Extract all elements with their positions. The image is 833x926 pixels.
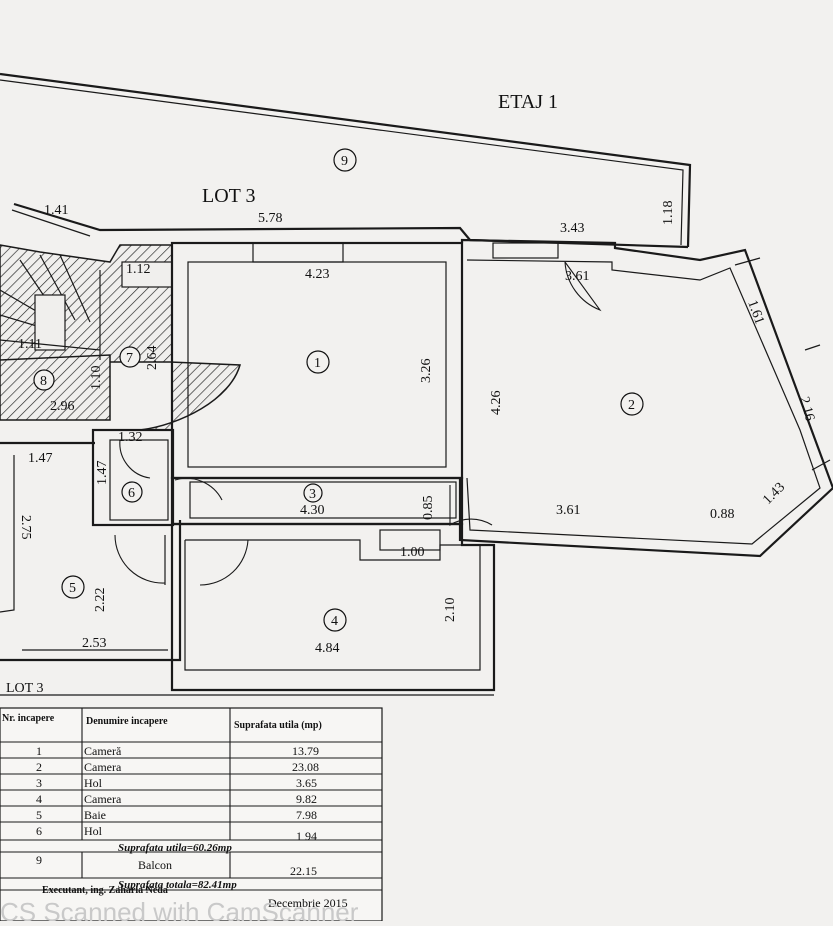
table-row: 6 Hol 1 94: [36, 824, 317, 843]
table-date: Decembrie 2015: [268, 896, 348, 910]
table-row: 5 Baie 7.98: [36, 808, 317, 822]
dim-4-23: 4.23: [305, 267, 330, 282]
row-2-area: 23.08: [292, 760, 319, 774]
dim-0-85: 0.85: [421, 496, 436, 521]
dim-1-32: 1.32: [118, 430, 143, 445]
row-5-area: 7.98: [296, 808, 317, 822]
room-9-number: 9: [341, 154, 348, 169]
dim-1-47-horizontal: 1.47: [28, 451, 53, 466]
dim-2-22: 2.22: [93, 588, 108, 613]
dim-1-47-vertical: 1.47: [95, 461, 110, 486]
hall-6-walls: [91, 428, 223, 527]
room-3-circle: [303, 483, 323, 503]
room-1-circle: [306, 350, 330, 374]
row-1-name: Cameră: [84, 744, 122, 758]
lot-title-bottom: LOT 3: [6, 681, 43, 696]
table-row: 3 Hol 3.65: [36, 776, 317, 790]
table-row: 9 Balcon 22.15: [36, 853, 317, 878]
row-3-area: 3.65: [296, 776, 317, 790]
hall-3-walls: [170, 476, 493, 526]
row-4-name: Camera: [84, 792, 122, 806]
dim-1-41: 1.41: [44, 203, 69, 218]
room-9-circle: [333, 148, 357, 172]
table-header-name: Denumire incapere: [86, 716, 168, 727]
table-row: 1 Cameră 13.79: [36, 744, 319, 758]
row-2-nr: 2: [36, 760, 42, 774]
table-row: 2 Camera 23.08: [36, 760, 319, 774]
row-6-nr: 6: [36, 824, 42, 838]
area-table: Nr. incapere Denumire incapere Suprafata…: [0, 707, 383, 922]
dim-4-30: 4.30: [300, 503, 325, 518]
room-4-number: 4: [331, 614, 338, 629]
row-1-nr: 1: [36, 744, 42, 758]
room-5-circle: [61, 575, 85, 599]
room-7-number: 7: [126, 351, 133, 366]
floor-title: ETAJ 1: [498, 91, 558, 113]
table-row: 4 Camera 9.82: [36, 792, 317, 806]
row-6-area: 1 94: [296, 829, 317, 843]
scanner-watermark: CS Scanned with CamScanner: [0, 897, 359, 921]
room-4-circle: [323, 608, 347, 632]
row-9-nr: 9: [36, 853, 42, 867]
room-2-number: 2: [628, 398, 635, 413]
room-8-number: 8: [40, 374, 47, 389]
dim-0-88: 0.88: [710, 507, 735, 522]
room-4-walls: [170, 522, 496, 692]
lot-title-top: LOT 3: [202, 185, 256, 207]
row-6-name: Hol: [84, 824, 103, 838]
room-3-number: 3: [309, 487, 316, 502]
row-5-name: Baie: [84, 808, 106, 822]
room-6-number: 6: [128, 486, 135, 501]
row-9-area: 22.15: [290, 864, 317, 878]
table-total: Suprafata totala=82.41mp: [118, 879, 237, 891]
row-3-nr: 3: [36, 776, 42, 790]
dim-1-43: 1.43: [760, 480, 788, 508]
dimension-labels: 1.41 5.78 3.43 1.18 1.12 4.23 3.61 1.61 …: [18, 201, 817, 657]
dim-1-18: 1.18: [661, 201, 676, 226]
room-8-circle: [33, 369, 55, 391]
row-3-name: Hol: [84, 776, 103, 790]
table-header-area: Suprafata utila (mp): [234, 720, 322, 731]
dim-1-12: 1.12: [126, 262, 151, 277]
row-4-area: 9.82: [296, 792, 317, 806]
dim-2-75: 2.75: [18, 515, 33, 540]
room-5-walls: [0, 441, 182, 662]
row-5-nr: 5: [36, 808, 42, 822]
room-6-circle: [121, 481, 143, 503]
row-2-name: Camera: [84, 760, 122, 774]
room-2-walls: [458, 238, 833, 558]
table-subtotal: Suprafata utila=60.26mp: [118, 842, 232, 854]
room-1-number: 1: [314, 356, 321, 371]
room-5-number: 5: [69, 581, 76, 596]
dim-4-26: 4.26: [489, 391, 504, 416]
dim-2-16: 2.16: [796, 395, 817, 423]
table-header-nr: Nr. incapere: [2, 713, 55, 724]
dim-2-10: 2.10: [443, 598, 458, 623]
table-executant: Executant, ing. Zaharia Neda: [42, 885, 168, 896]
dim-2-64: 2.64: [145, 346, 160, 371]
room-number-markers: 9 1 2 3 4 5 6 7 8: [33, 148, 644, 632]
dim-3-43: 3.43: [560, 221, 585, 236]
row-1-area: 13.79: [292, 744, 319, 758]
dim-1-10: 1.10: [89, 366, 104, 391]
dim-2-96: 2.96: [50, 399, 75, 414]
room-2-circle: [620, 392, 644, 416]
dim-3-61-bottom: 3.61: [556, 503, 581, 518]
row-9-name: Balcon: [138, 858, 172, 872]
dim-4-84: 4.84: [315, 641, 340, 656]
row-4-nr: 4: [36, 792, 42, 806]
dim-1-11: 1.11: [18, 337, 42, 352]
dim-2-53: 2.53: [82, 636, 107, 651]
dim-5-78: 5.78: [258, 211, 283, 226]
room-7-circle: [119, 346, 141, 368]
dim-1-00: 1.00: [400, 545, 425, 560]
dim-3-61-top: 3.61: [565, 269, 590, 284]
dim-3-26: 3.26: [419, 359, 434, 384]
